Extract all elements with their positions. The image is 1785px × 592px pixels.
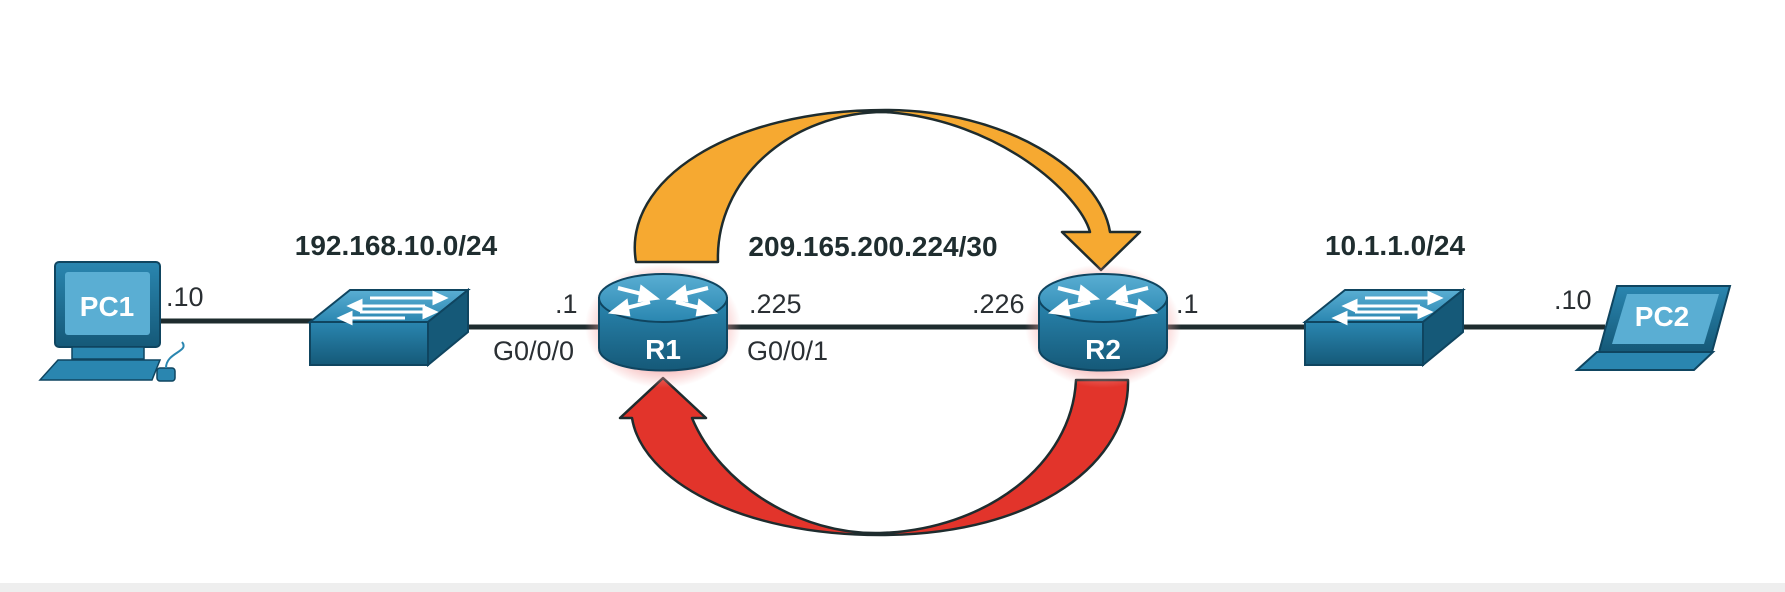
switch-2-side [1422, 287, 1464, 368]
links [150, 318, 1605, 330]
switch-1[interactable] [307, 287, 471, 368]
pc2-label: PC2 [1635, 301, 1689, 332]
router-r2-arrows-icon [1047, 284, 1159, 317]
r1-lan-host-address: .1 [555, 289, 578, 319]
switch-1-arrows-icon [336, 290, 449, 326]
router-r1[interactable]: R1 [585, 264, 741, 388]
pc1-device[interactable]: PC1 [38, 261, 185, 382]
bottom-divider [0, 583, 1785, 592]
pc1-mouse-cable [165, 341, 185, 369]
r1-wan-host-address: .225 [749, 289, 802, 319]
pc1-label: PC1 [80, 291, 134, 322]
router-r2-top [1038, 273, 1168, 323]
pc1-host-address: .10 [166, 282, 204, 312]
r2-wan-host-address: .226 [972, 289, 1025, 319]
network-label-lan2: 10.1.1.0/24 [1325, 230, 1466, 261]
pc2-host-address: .10 [1554, 285, 1592, 315]
router-r1-top [598, 273, 728, 323]
r1-lan-port: G0/0/0 [493, 336, 574, 366]
router-r1-arrows-icon [607, 284, 719, 317]
network-label-lan1: 192.168.10.0/24 [295, 230, 498, 261]
router-r2[interactable]: R2 [1025, 264, 1181, 388]
pc2-keyboard-deck [1574, 351, 1716, 371]
switch-1-front [309, 321, 429, 366]
pc2-device[interactable]: PC2 [1574, 285, 1732, 371]
pc1-monitor-screen [65, 272, 150, 335]
r1-wan-port: G0/0/1 [747, 336, 828, 366]
pc1-keyboard [38, 359, 162, 381]
switch-2-front [1304, 321, 1424, 366]
router-r1-label: R1 [645, 334, 681, 365]
network-label-wan: 209.165.200.224/30 [748, 231, 997, 262]
switch-1-side [427, 287, 469, 368]
r2-lan-host-address: .1 [1176, 289, 1199, 319]
switch-2-arrows-icon [1331, 290, 1444, 326]
pc1-mouse [156, 367, 176, 382]
traffic-arrow-r1-to-r2 [633, 108, 1142, 272]
pc1-base [71, 346, 145, 360]
router-r2-label: R2 [1085, 334, 1121, 365]
switch-2[interactable] [1302, 287, 1466, 368]
traffic-arrow-r2-to-r1 [618, 376, 1130, 537]
pc2-screen [1612, 294, 1719, 344]
